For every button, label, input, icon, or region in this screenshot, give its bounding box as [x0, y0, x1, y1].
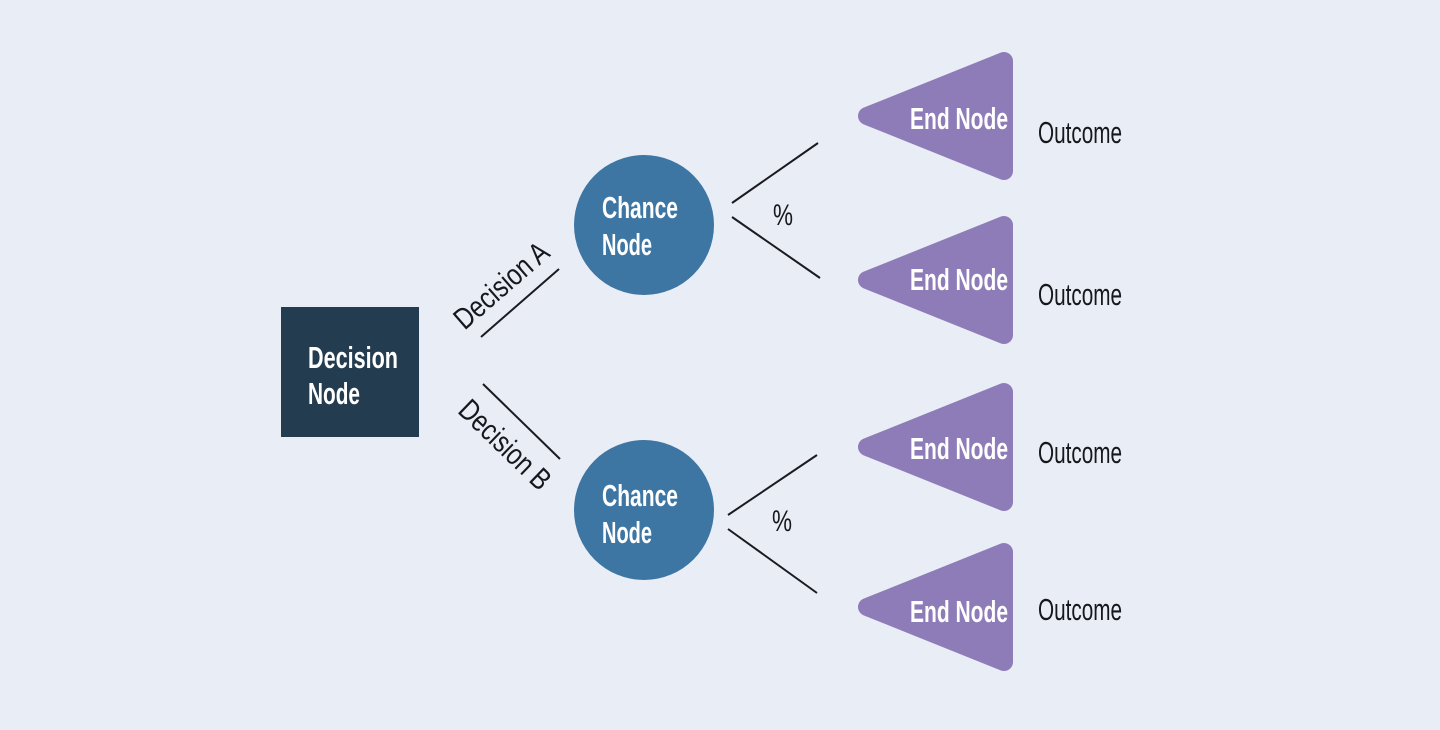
- probability-label-2: %: [772, 505, 792, 538]
- probability-line-2-up: [727, 454, 818, 516]
- end-node-1-label: End Node: [910, 101, 1008, 136]
- chance-node-2: Chance Node: [574, 440, 714, 580]
- chance-node-2-label-line1: Chance: [602, 478, 678, 513]
- probability-line-1-down: [731, 216, 821, 279]
- branch-line-decision-a: [480, 268, 560, 338]
- decision-node: Decision Node: [281, 307, 419, 437]
- outcome-label-2: Outcome: [1038, 277, 1122, 312]
- chance-node-2-label-line2: Node: [602, 515, 652, 550]
- probability-lines-chance-1: [731, 142, 821, 279]
- outcome-label-3: Outcome: [1038, 435, 1122, 470]
- end-node-2-label: End Node: [910, 262, 1008, 297]
- branch-line-decision-b: [482, 383, 561, 460]
- probability-line-1-up: [731, 142, 819, 204]
- end-node-3: End Node: [858, 383, 1013, 511]
- decision-node-label-line1: Decision: [308, 340, 398, 375]
- end-node-3-shape: [858, 383, 1013, 511]
- end-node-2: End Node: [858, 216, 1013, 344]
- chance-node-2-shape: [574, 440, 714, 580]
- branch-lines: [480, 268, 561, 460]
- outcome-label-1: Outcome: [1038, 115, 1122, 150]
- end-node-3-label: End Node: [910, 431, 1008, 466]
- chance-node-1-label-line1: Chance: [602, 190, 678, 225]
- chance-node-1-label-line2: Node: [602, 227, 652, 262]
- decision-node-shape: [281, 307, 419, 437]
- probability-line-2-down: [727, 528, 818, 594]
- outcome-label-4: Outcome: [1038, 592, 1122, 627]
- probability-lines-chance-2: [727, 454, 818, 594]
- end-node-1-shape: [858, 52, 1013, 180]
- probability-label-1: %: [773, 199, 793, 232]
- decision-node-label-line2: Node: [308, 376, 360, 411]
- end-node-4: End Node: [858, 543, 1013, 671]
- end-node-1: End Node: [858, 52, 1013, 180]
- end-node-4-shape: [858, 543, 1013, 671]
- end-node-4-label: End Node: [910, 594, 1008, 629]
- chance-node-1-shape: [574, 155, 714, 295]
- end-node-2-shape: [858, 216, 1013, 344]
- chance-node-1: Chance Node: [574, 155, 714, 295]
